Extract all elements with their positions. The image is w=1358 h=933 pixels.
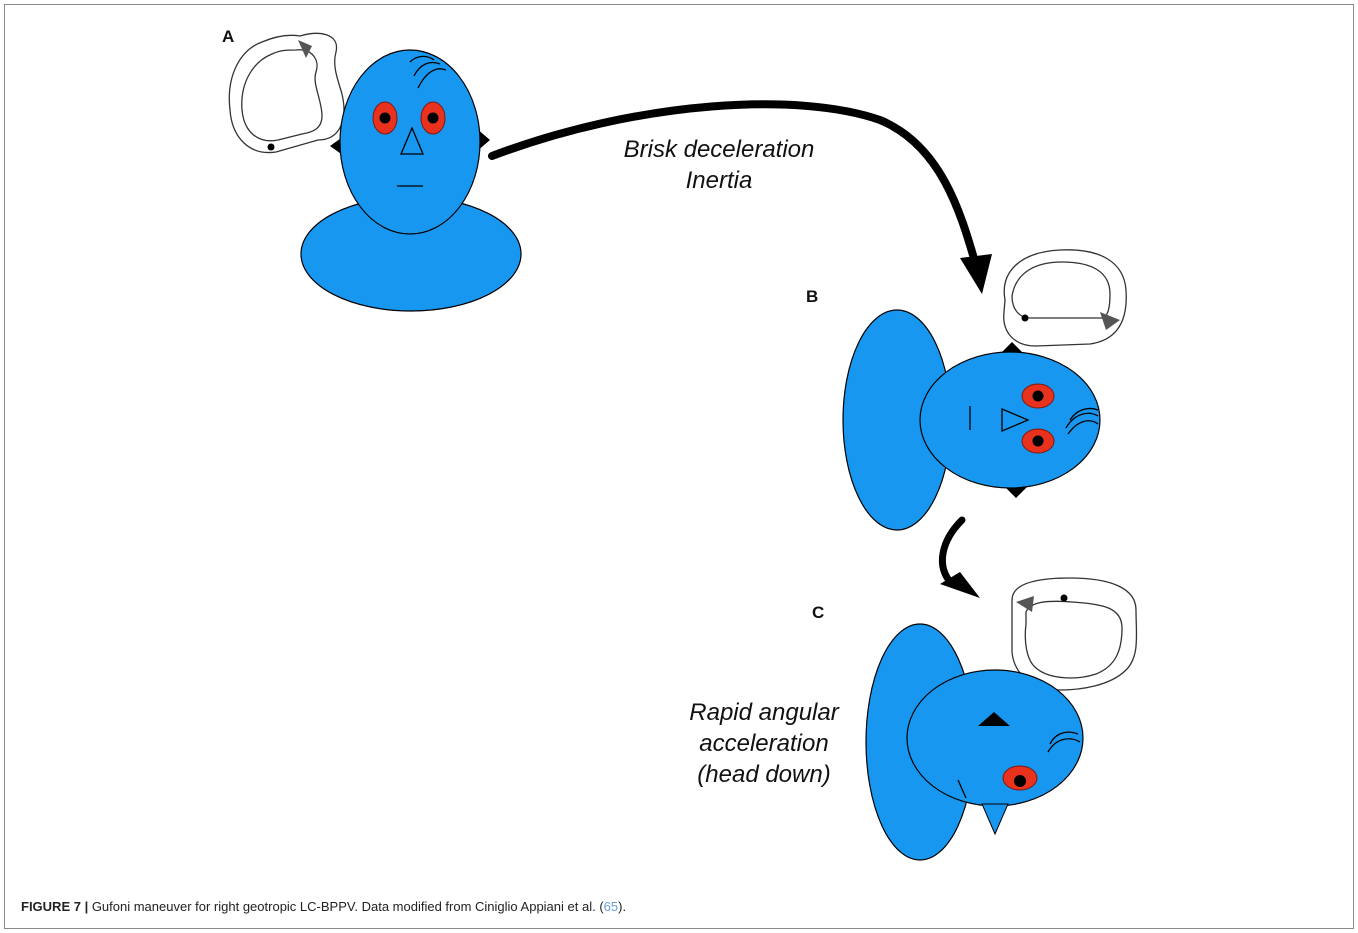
figure-frame: [4, 4, 1354, 929]
caption-text: Gufoni maneuver for right geotropic LC-B…: [88, 899, 604, 914]
otolith-dot-a: [267, 143, 275, 151]
canal-c-icon: [1011, 577, 1138, 691]
panel-b-figure: [842, 249, 1127, 531]
canal-b-icon: [1003, 249, 1127, 347]
otolith-dot-c: [1060, 594, 1068, 602]
ear-top-b: [1000, 342, 1024, 354]
panel-label-c: C: [812, 603, 825, 622]
head-b: [919, 351, 1101, 489]
panel-label-b: B: [806, 287, 819, 306]
figure-caption: FIGURE 7 | Gufoni maneuver for right geo…: [21, 899, 626, 914]
annotation-line: Rapid angular: [689, 699, 839, 726]
canal-a-icon: [228, 32, 345, 154]
caption-label: FIGURE 7 |: [21, 899, 89, 914]
caption-text-end: ).: [618, 899, 627, 914]
arrow-a-to-b: [488, 100, 992, 294]
annotation-rapid-angular-acceleration: Rapid angular acceleration (head down): [672, 697, 856, 790]
eye-c: [1002, 765, 1038, 791]
head-a: [339, 49, 481, 235]
otolith-dot-b: [1021, 314, 1029, 322]
nose-c: [981, 803, 1009, 836]
annotation-line: Inertia: [685, 167, 753, 194]
arrow-b-to-c: [939, 516, 980, 598]
panel-label-a: A: [222, 27, 235, 46]
citation-link[interactable]: 65: [603, 899, 619, 914]
annotation-brisk-deceleration: Brisk deceleration Inertia: [607, 134, 831, 196]
head-c: [906, 669, 1084, 807]
eyes-a: [372, 101, 446, 135]
panel-c-figure: [865, 577, 1138, 861]
annotation-line: (head down): [697, 761, 831, 788]
ear-bottom-b: [1004, 486, 1028, 498]
panel-a-figure: [228, 32, 522, 312]
annotation-line: acceleration: [699, 730, 829, 757]
annotation-line: Brisk deceleration: [623, 136, 815, 163]
eyes-b: [1021, 383, 1055, 454]
ear-top-c: [978, 712, 1010, 726]
